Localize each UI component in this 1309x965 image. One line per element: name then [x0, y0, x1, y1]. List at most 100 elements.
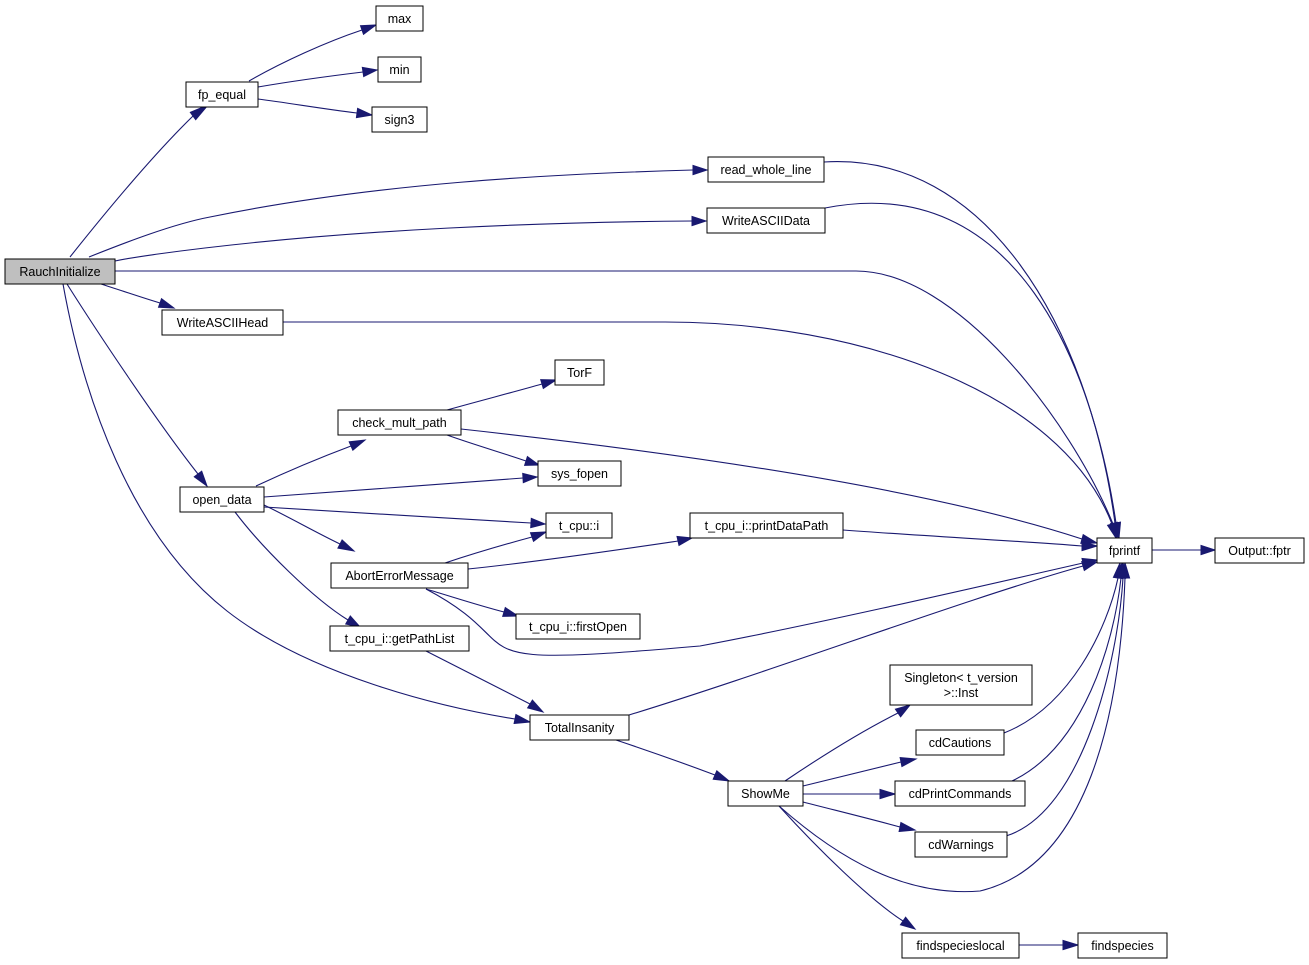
edge-line — [88, 169, 694, 258]
node-abort-error-message[interactable]: AbortErrorMessage — [330, 562, 469, 589]
edge-total-insanity-to-fprintf — [628, 561, 1099, 716]
edge-total-insanity-to-show-me — [615, 739, 731, 782]
edge-line — [257, 98, 358, 114]
edge-abort-error-message-to-print-data-path — [467, 535, 694, 570]
node-get-path-list[interactable]: t_cpu_i::getPathList — [329, 625, 470, 652]
node-label: check_mult_path — [352, 416, 447, 430]
node-findspecies[interactable]: findspecies — [1077, 932, 1168, 959]
node-box — [707, 156, 825, 183]
node-fprintf[interactable]: fprintf — [1096, 537, 1153, 564]
node-label: fp_equal — [198, 88, 246, 102]
edge-line — [114, 220, 693, 262]
node-cd-warnings[interactable]: cdWarnings — [914, 831, 1008, 858]
arrowhead — [513, 713, 532, 725]
node-fp-equal[interactable]: fp_equal — [185, 81, 259, 108]
edge-line — [263, 506, 532, 524]
edge-cd-warnings-to-fprintf — [1005, 561, 1129, 837]
arrowhead — [898, 821, 917, 833]
node-box — [706, 207, 826, 234]
node-findspecieslocal[interactable]: findspecieslocal — [901, 932, 1020, 959]
node-sys-fopen[interactable]: sys_fopen — [537, 460, 622, 487]
edge-open-data-to-check-mult-path — [255, 439, 367, 487]
node-label: cdCautions — [929, 736, 992, 750]
edge-line — [824, 202, 1117, 524]
node-singleton-inst[interactable]: Singleton< t_version>::Inst — [889, 664, 1033, 706]
node-label: cdWarnings — [928, 838, 994, 852]
edge-get-path-list-to-total-insanity — [425, 650, 545, 713]
node-box — [375, 5, 424, 32]
node-box — [1077, 932, 1168, 959]
node-min[interactable]: min — [377, 56, 422, 83]
node-torf[interactable]: TorF — [554, 359, 605, 386]
edge-line — [425, 588, 505, 613]
arrowhead — [502, 606, 520, 617]
node-cd-print-commands[interactable]: cdPrintCommands — [894, 780, 1026, 807]
edge-line — [467, 540, 679, 570]
edge-line — [778, 805, 904, 922]
node-box — [689, 512, 844, 539]
edge-cd-cautions-to-fprintf — [1003, 561, 1124, 734]
edge-line — [283, 321, 1113, 525]
edge-line — [425, 562, 1084, 656]
edge-abort-error-message-to-t-cpu-i — [444, 531, 548, 564]
node-check-mult-path[interactable]: check_mult_path — [337, 409, 462, 436]
edge-line — [628, 565, 1084, 716]
node-label: Singleton< t_version — [904, 671, 1018, 685]
node-label: t_cpu_i::printDataPath — [705, 519, 829, 533]
arrowhead — [1106, 522, 1117, 540]
node-print-data-path[interactable]: t_cpu_i::printDataPath — [689, 512, 844, 539]
edge-line — [1005, 577, 1124, 837]
edge-line — [66, 283, 199, 475]
node-write-ascii-data[interactable]: WriteASCIIData — [706, 207, 826, 234]
node-label: t_cpu_i::getPathList — [345, 632, 455, 646]
edge-line — [234, 511, 349, 621]
arrowhead — [691, 215, 708, 227]
node-read-whole-line[interactable]: read_whole_line — [707, 156, 825, 183]
edge-fp-equal-to-sign3 — [257, 98, 374, 119]
node-box — [894, 780, 1026, 807]
node-box — [545, 512, 613, 539]
node-box — [179, 486, 265, 513]
edge-line — [842, 529, 1083, 547]
edge-line — [425, 650, 531, 705]
node-label: cdPrintCommands — [909, 787, 1012, 801]
arrowhead — [189, 104, 209, 121]
node-open-data[interactable]: open_data — [179, 486, 265, 513]
node-label: min — [389, 63, 409, 77]
node-label: read_whole_line — [720, 163, 811, 177]
node-sign3[interactable]: sign3 — [371, 106, 428, 133]
arrowhead — [1081, 561, 1099, 572]
edge-line — [255, 445, 352, 487]
node-t-cpu-i[interactable]: t_cpu::i — [545, 512, 613, 539]
node-show-me[interactable]: ShowMe — [727, 780, 804, 807]
node-box — [377, 56, 422, 83]
node-label: t_cpu::i — [559, 519, 599, 533]
arrowhead — [1081, 540, 1099, 552]
node-cd-cautions[interactable]: cdCautions — [915, 729, 1005, 756]
edge-show-me-to-findspecieslocal — [778, 805, 917, 930]
node-box — [337, 409, 462, 436]
edge-read-whole-line-to-fprintf — [823, 161, 1121, 540]
arrowhead — [899, 756, 918, 768]
edge-abort-error-message-to-fprintf — [425, 557, 1099, 656]
edge-line — [1011, 577, 1122, 782]
node-max[interactable]: max — [375, 5, 424, 32]
arrowhead — [529, 531, 548, 543]
arrowhead — [344, 615, 362, 628]
edge-show-me-to-cd-print-commands — [803, 788, 897, 800]
edge-line — [100, 283, 161, 304]
edge-line — [460, 428, 1083, 540]
node-output-fptr[interactable]: Output::fptr — [1214, 537, 1305, 564]
node-first-open[interactable]: t_cpu_i::firstOpen — [515, 613, 641, 640]
edge-show-me-to-singleton-inst — [784, 704, 912, 782]
node-write-ascii-head[interactable]: WriteASCIIHead — [161, 309, 284, 336]
edge-line — [784, 712, 899, 782]
edge-line — [257, 71, 364, 88]
edge-rauch-to-fp-equal — [69, 104, 209, 258]
node-label: RauchInitialize — [19, 265, 100, 279]
edge-line — [62, 283, 516, 720]
node-box — [371, 106, 428, 133]
node-total-insanity[interactable]: TotalInsanity — [529, 714, 630, 741]
edge-write-ascii-data-to-fprintf — [824, 202, 1122, 540]
node-rauch[interactable]: RauchInitialize — [4, 258, 116, 285]
